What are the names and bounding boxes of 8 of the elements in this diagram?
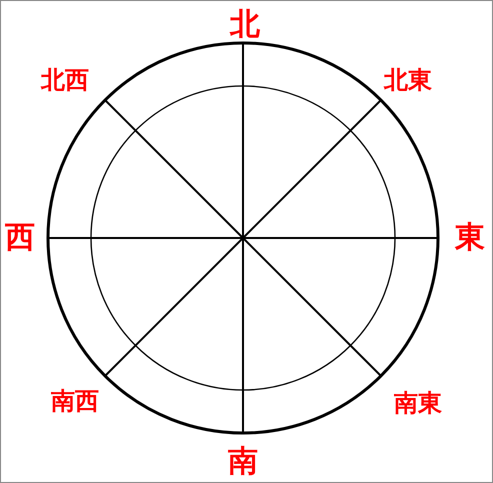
direction-label: 南西 [51,389,99,413]
direction-label: 南 [228,447,258,477]
direction-label: 北東 [384,68,432,92]
direction-label: 北西 [41,68,89,92]
direction-label: 西 [5,223,35,253]
direction-label: 南東 [394,391,442,415]
direction-label: 東 [455,223,485,253]
direction-label: 北 [230,10,260,40]
